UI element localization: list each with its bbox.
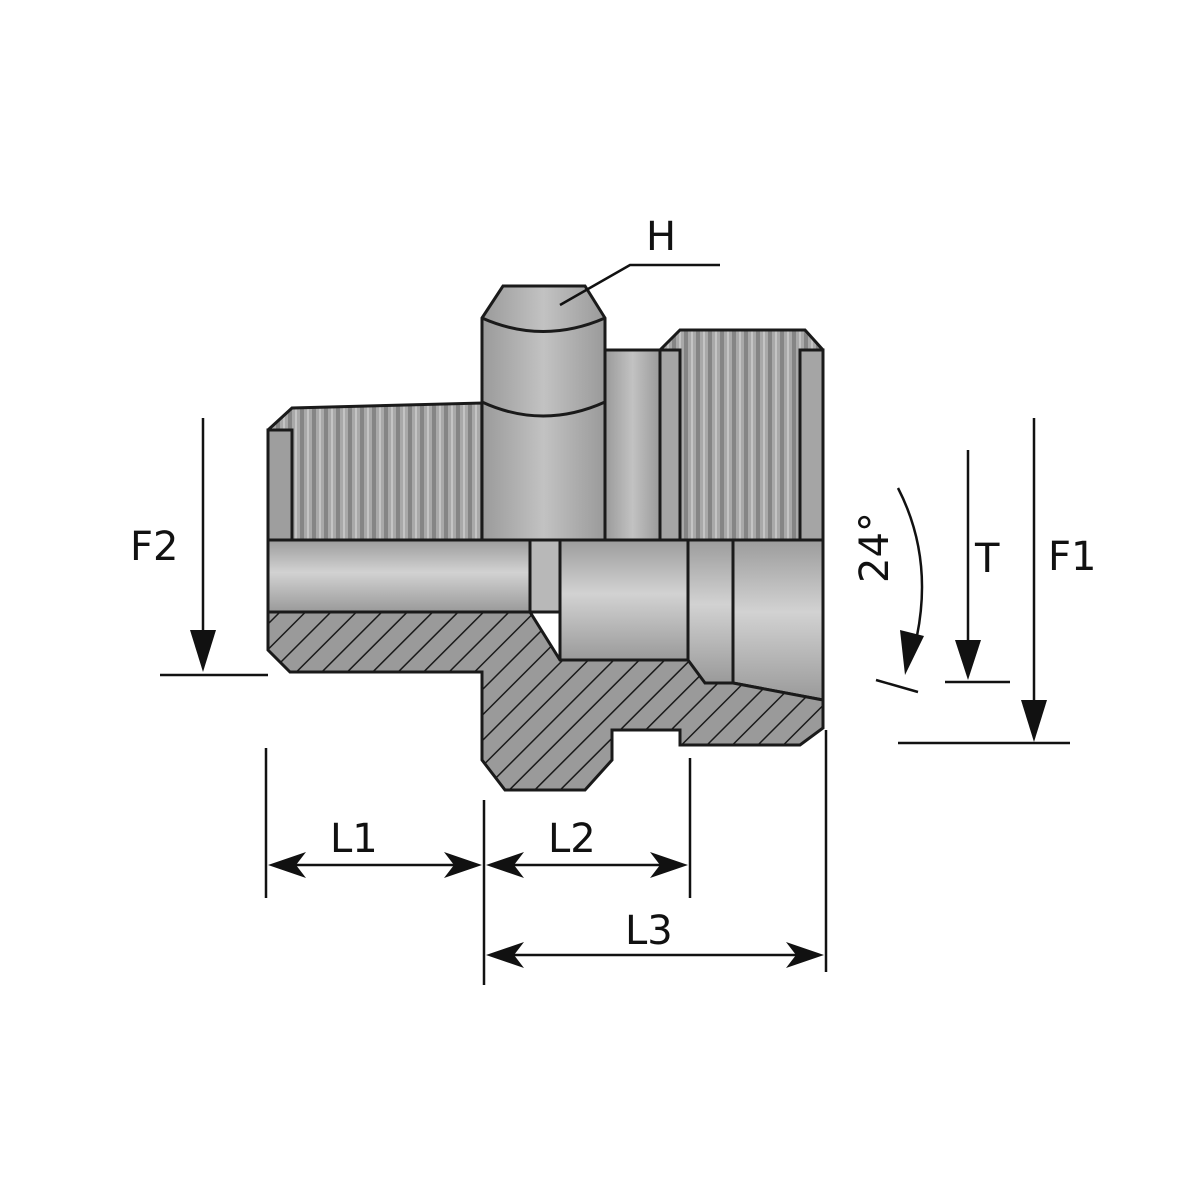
l3-dimension	[486, 942, 824, 968]
left-male-thread	[266, 401, 484, 542]
label-l3: L3	[625, 908, 673, 954]
l2-dimension	[486, 852, 688, 878]
hatched-section	[266, 610, 825, 792]
extension-lines	[264, 730, 828, 985]
label-f1: F1	[1048, 534, 1096, 580]
f1-dimension	[898, 418, 1070, 745]
hex-nut	[480, 284, 607, 542]
label-f2: F2	[130, 524, 178, 570]
label-l1: L1	[330, 816, 378, 862]
undercut-collar	[603, 348, 662, 542]
f2-dimension	[160, 418, 268, 677]
l1-dimension	[268, 852, 482, 878]
label-h: H	[646, 214, 676, 260]
label-l2: L2	[548, 816, 596, 862]
label-angle: 24°	[852, 512, 898, 583]
center-bore	[266, 538, 825, 702]
h-leader	[559, 263, 720, 307]
label-t: T	[974, 536, 1000, 582]
t-dimension	[945, 450, 1010, 684]
angle-dimension	[875, 487, 924, 694]
right-male-thread	[658, 328, 825, 542]
